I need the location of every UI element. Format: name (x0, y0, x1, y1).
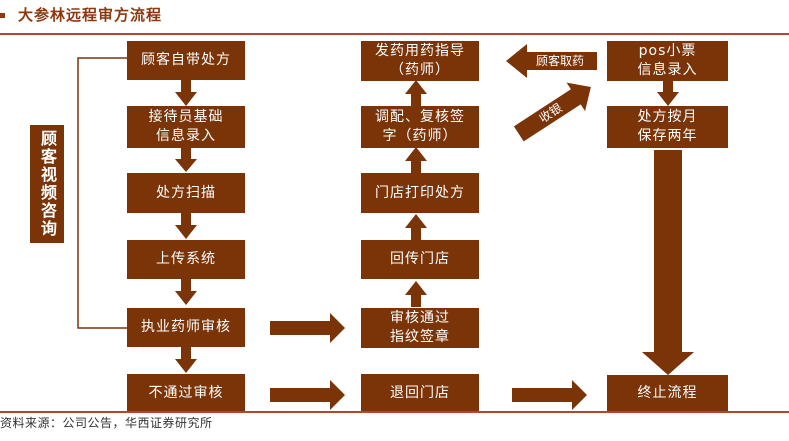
side-bracket-line (77, 57, 127, 329)
pos-receipt-box: pos小票 信息录入 (607, 41, 728, 81)
arrow-customer-pickup (506, 44, 597, 78)
bottom-divider (0, 411, 789, 413)
title-bullet-icon (0, 13, 5, 18)
source-note: 资料来源：公司公告，华西证券研究所 (0, 416, 213, 430)
header: 大参林远程审方流程 (0, 0, 789, 30)
pharmacist-review-box: 执业药师审核 (127, 308, 245, 347)
arrow-right-pass (270, 313, 345, 343)
arrow-down-1 (175, 80, 197, 106)
customer-prescription-box: 顾客自带处方 (127, 41, 245, 80)
arrow-down-5 (175, 347, 197, 373)
receptionist-entry-box: 接待员基础 信息录入 (127, 106, 245, 148)
arrow-down-3 (175, 213, 197, 239)
return-store-fail-box: 退回门店 (361, 374, 479, 412)
arrow-down-right-1 (657, 80, 679, 106)
page-title: 大参林远程审方流程 (18, 6, 163, 24)
arrow-up-1 (405, 281, 427, 307)
upload-system-box: 上传系统 (127, 240, 245, 279)
arrow-up-3 (405, 147, 427, 173)
scan-prescription-box: 处方扫描 (127, 173, 245, 213)
dispense-guide-box: 发药用药指导 （药师） (361, 41, 479, 81)
arrow-cashier (513, 82, 591, 142)
arrow-down-4 (175, 279, 197, 305)
top-divider (0, 33, 789, 35)
customer-pickup-label: 顾客取药 (536, 53, 584, 68)
arrow-down-2 (175, 147, 197, 172)
arrow-right-end (512, 380, 587, 410)
customer-video-consult-box: 顾客视频咨询 (30, 125, 64, 243)
return-store-box: 回传门店 (361, 240, 479, 279)
dispense-check-box: 调配、复核签 字（药师） (361, 106, 479, 148)
arrow-right-fail (270, 380, 345, 410)
arrow-up-2 (405, 214, 427, 240)
pass-review-box: 审核通过 指纹签章 (361, 308, 479, 348)
end-process-box: 终止流程 (607, 375, 728, 412)
store-print-box: 门店打印处方 (361, 173, 479, 213)
arrow-up-4 (405, 80, 427, 106)
arrow-down-right-long (642, 150, 694, 375)
review-failed-box: 不通过审核 (127, 374, 245, 412)
monthly-save-box: 处方按月 保存两年 (607, 106, 728, 148)
